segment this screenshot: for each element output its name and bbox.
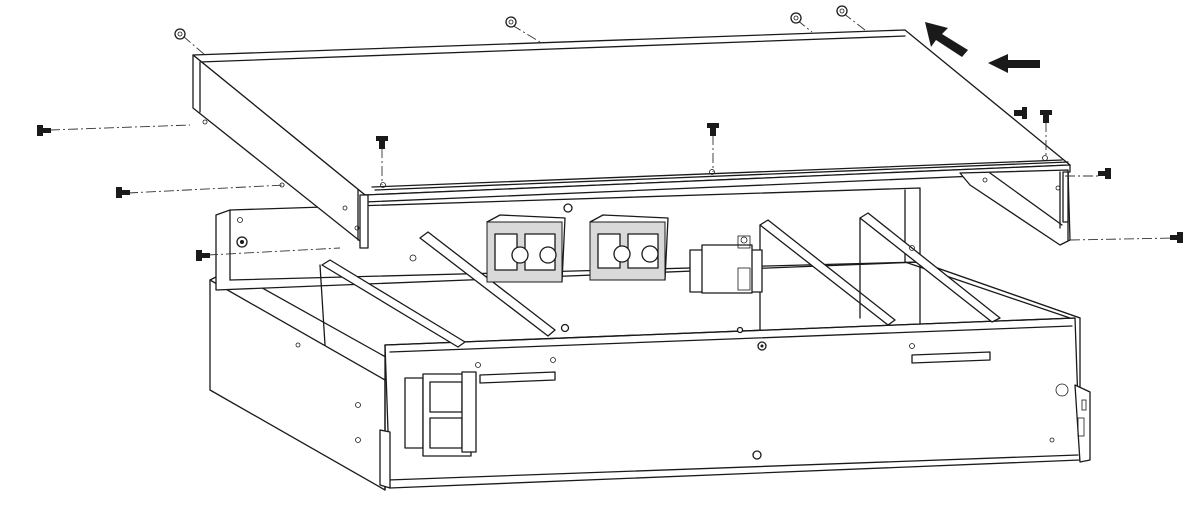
screw-icon xyxy=(790,12,802,24)
screw-icon xyxy=(1098,168,1111,179)
cover-right-flange xyxy=(959,169,1071,246)
terminal-block xyxy=(689,235,763,294)
screw-icon xyxy=(196,250,210,261)
front-slot xyxy=(911,351,991,364)
screw-icon xyxy=(505,16,517,28)
screw-icon xyxy=(1014,107,1027,119)
front-panel-cutout xyxy=(404,371,477,457)
divider-rail xyxy=(759,219,896,326)
arrow-up-left-icon xyxy=(925,22,968,57)
screw-icon xyxy=(1170,232,1183,243)
arrow-left-icon xyxy=(988,54,1040,73)
divider-rail xyxy=(419,231,556,337)
screw-icon xyxy=(37,125,51,136)
chassis-front-panel xyxy=(384,317,1081,489)
top-cover xyxy=(192,29,1071,249)
divider-rail xyxy=(859,212,1001,323)
power-connector xyxy=(486,214,566,283)
screw-icon xyxy=(1040,110,1052,123)
screw-icon xyxy=(174,28,186,40)
screw-icon xyxy=(376,136,388,149)
screw-icon xyxy=(116,187,130,198)
chassis-tray xyxy=(209,187,1091,491)
screw-icon xyxy=(836,5,848,17)
power-connector xyxy=(589,214,669,281)
screw-icon xyxy=(707,123,719,136)
screws xyxy=(37,5,1183,261)
